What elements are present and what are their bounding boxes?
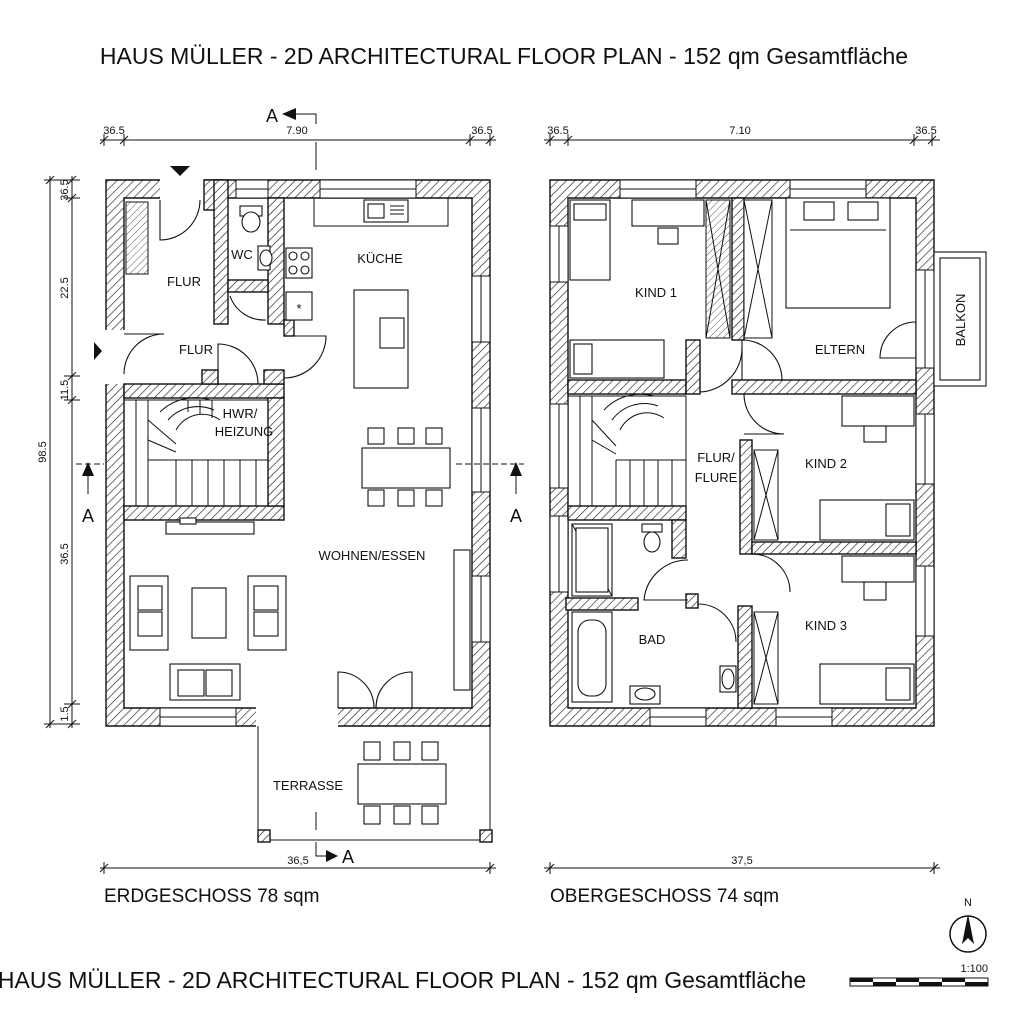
- uf-kind3-furniture: [753, 555, 915, 705]
- gf-windows: [159, 179, 491, 727]
- gf-room-kueche: KÜCHE: [357, 251, 403, 266]
- uf-dimension-bottom: 37,5: [544, 855, 940, 874]
- gf-doors: [94, 166, 413, 709]
- gf-dim-left-c: 11.5: [59, 380, 71, 401]
- gf-dim-left-e: 1.5: [59, 706, 71, 721]
- uf-windows: [549, 179, 935, 727]
- gf-dim-left-total: 98.5: [37, 441, 49, 462]
- gf-dimension-left: 36.5 22.5 11.5 36.5 1.5 98.5: [37, 175, 80, 729]
- gf-section-markers: A A A A: [76, 106, 524, 867]
- gf-room-hwr-1: HWR/: [223, 406, 258, 421]
- uf-room-bad: BAD: [639, 632, 666, 647]
- gf-dining-table: [361, 427, 451, 507]
- gf-room-terrasse: TERRASSE: [273, 778, 343, 793]
- gf-dim-left-b: 22.5: [59, 277, 71, 298]
- uf-room-kind2: KIND 2: [805, 456, 847, 471]
- uf-room-flur-1: FLUR/: [697, 450, 735, 465]
- uf-dim-top-right: 36.5: [915, 125, 936, 137]
- section-marker-right: A: [510, 506, 522, 526]
- gf-room-wc: WC: [231, 247, 253, 262]
- scale-bar: 1:100: [849, 963, 989, 987]
- uf-interior-walls: [565, 197, 917, 709]
- gf-kitchen-furniture: *: [283, 198, 449, 389]
- title-top: HAUS MÜLLER - 2D ARCHITECTURAL FLOOR PLA…: [100, 43, 908, 69]
- svg-text:*: *: [296, 301, 301, 316]
- uf-caption: OBERGESCHOSS 74 sqm: [550, 886, 779, 907]
- gf-room-flur-upper: FLUR: [167, 274, 201, 289]
- gf-room-flur-lower: FLUR: [179, 342, 213, 357]
- section-marker-bottom: A: [342, 847, 354, 867]
- gf-staircase: [123, 397, 268, 506]
- gf-terrace: [257, 726, 493, 843]
- uf-room-kind1: KIND 1: [635, 285, 677, 300]
- uf-dim-top-left: 36.5: [547, 125, 568, 137]
- uf-room-eltern: ELTERN: [815, 342, 865, 357]
- uf-balcony: BALKON: [933, 251, 987, 387]
- uf-room-kind3: KIND 3: [805, 618, 847, 633]
- gf-dim-top-right: 36.5: [471, 125, 492, 137]
- uf-room-balkon: BALKON: [953, 294, 968, 347]
- gf-dimension-bottom: 36,5: [99, 855, 496, 874]
- north-label: N: [964, 897, 972, 909]
- gf-room-wohnen: WOHNEN/ESSEN: [319, 548, 426, 563]
- uf-dimension-top: 36.5 7.10 36.5: [544, 125, 940, 146]
- gf-dim-bottom: 36,5: [287, 855, 308, 867]
- uf-bathroom-fixtures: [571, 523, 737, 705]
- uf-kind2-furniture: [753, 395, 915, 541]
- title-bottom: HAUS MÜLLER - 2D ARCHITECTURAL FLOOR PLA…: [0, 967, 806, 993]
- uf-dim-top-mid: 7.10: [729, 125, 750, 137]
- uf-dim-bottom: 37,5: [731, 855, 752, 867]
- gf-interior-walls: [123, 179, 295, 521]
- gf-living-furniture: [129, 517, 471, 701]
- section-marker-left: A: [82, 506, 94, 526]
- gf-caption: ERDGESCHOSS 78 sqm: [104, 886, 319, 907]
- gf-dimension-top: 36.5 7.90 36.5: [99, 125, 496, 146]
- gf-room-hwr-2: HEIZUNG: [215, 424, 274, 439]
- uf-doors: [643, 321, 917, 643]
- section-marker-top: A: [266, 106, 278, 126]
- gf-dim-left-a: 36.5: [59, 179, 71, 200]
- gf-dim-left-d: 36.5: [59, 543, 71, 564]
- scale-label: 1:100: [960, 963, 988, 975]
- uf-kind1-furniture: [569, 199, 773, 379]
- uf-staircase: [568, 393, 687, 506]
- uf-eltern-bed: [785, 197, 891, 309]
- gf-dim-top-mid: 7.90: [286, 125, 307, 137]
- ground-floor: 36.5 7.90 36.5 36.5 22.5 11.5 36.5: [37, 106, 524, 907]
- uf-room-flur-2: FLURE: [695, 470, 738, 485]
- upper-floor: 36.5 7.10 36.5: [544, 125, 987, 907]
- gf-dim-top-left: 36.5: [103, 125, 124, 137]
- north-arrow: N: [949, 897, 987, 953]
